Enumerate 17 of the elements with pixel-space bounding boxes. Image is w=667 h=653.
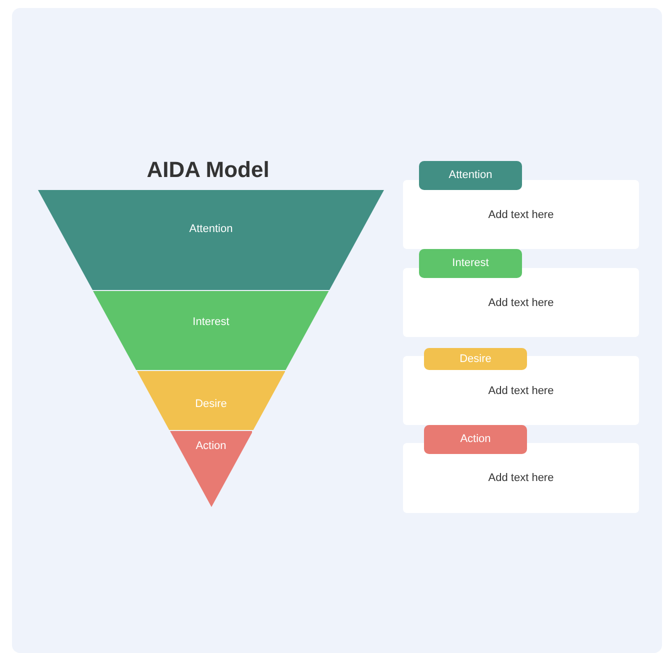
note-card bbox=[403, 180, 639, 249]
note-card bbox=[403, 356, 639, 425]
stage-label: Action bbox=[194, 439, 228, 453]
stage-tab: Attention bbox=[419, 161, 522, 190]
placeholder-text: Add text here bbox=[487, 471, 555, 485]
diagram-title: AIDA Model bbox=[146, 156, 270, 184]
stage-tab: Action bbox=[424, 425, 527, 454]
note-card bbox=[403, 268, 639, 337]
stage-label: Interest bbox=[192, 315, 230, 329]
stage-tab: Interest bbox=[419, 249, 522, 278]
placeholder-text: Add text here bbox=[487, 296, 555, 310]
placeholder-text: Add text here bbox=[487, 384, 555, 398]
placeholder-text: Add text here bbox=[487, 208, 555, 222]
stage-tab: Desire bbox=[424, 348, 527, 370]
stage-label: Desire bbox=[194, 397, 228, 411]
stage-label: Attention bbox=[188, 222, 234, 236]
note-card bbox=[403, 443, 639, 513]
